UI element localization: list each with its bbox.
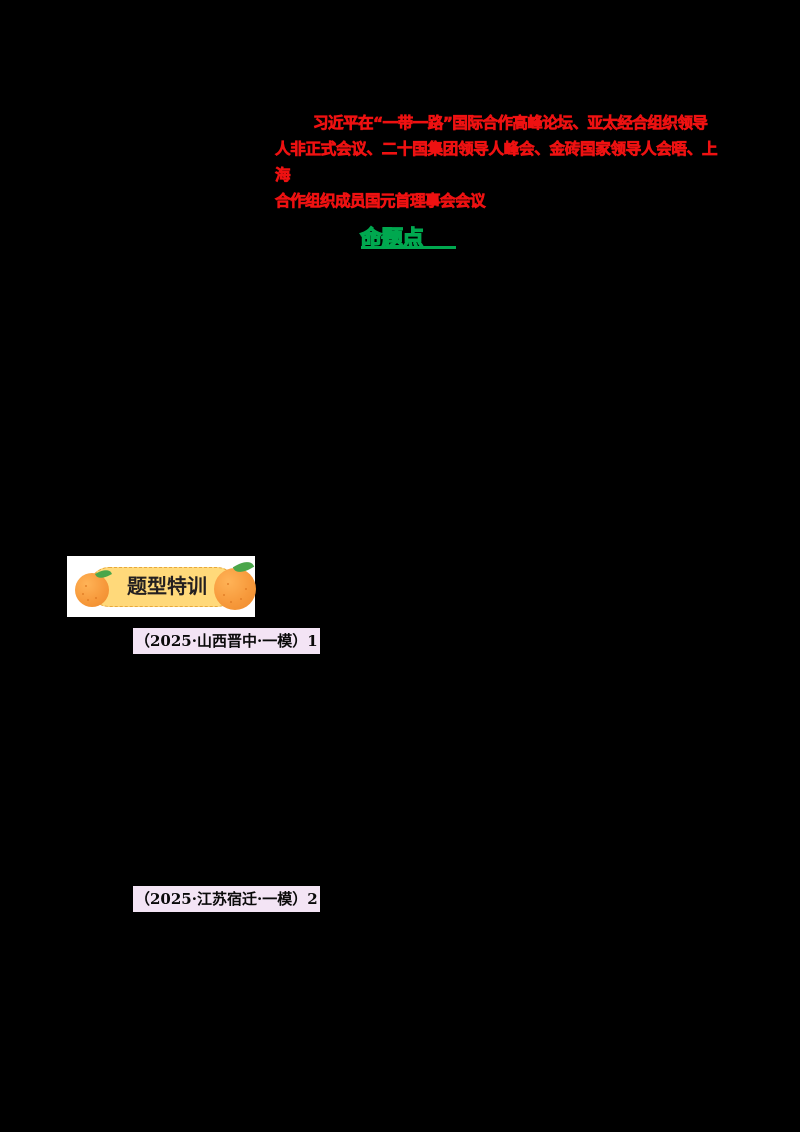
- heading-line-3: 合作组织成员国元首理事会会议: [275, 192, 486, 211]
- exam-question-number-1: 1: [307, 632, 318, 650]
- exam-source-text-2: （2025·江苏宿迁·一模）: [135, 890, 308, 908]
- green-label-underline: [361, 246, 456, 249]
- training-banner: 题型特训: [67, 556, 256, 617]
- orange-fruit-icon-right: [214, 568, 256, 610]
- orange-fruit-icon-left: [75, 573, 109, 607]
- banner-pill: [89, 567, 237, 607]
- red-heading-paragraph: 习近平在“一带一路”国际合作高峰论坛、亚太经合组织领导 人非正式会议、二十国集团…: [275, 110, 718, 214]
- exam-question-number-2: 2: [307, 890, 318, 908]
- heading-line-1: 习近平在“一带一路”国际合作高峰论坛、亚太经合组织领导: [313, 114, 709, 133]
- banner-title: 题型特训: [127, 574, 207, 598]
- heading-line-2: 人非正式会议、二十国集团领导人峰会、金砖国家领导人会晤、上海: [275, 140, 718, 185]
- exam-source-label-2: （2025·江苏宿迁·一模）2: [133, 886, 320, 912]
- exam-source-text-1: （2025·山西晋中·一模）: [135, 632, 308, 650]
- exam-source-label-1: （2025·山西晋中·一模）1: [133, 628, 320, 654]
